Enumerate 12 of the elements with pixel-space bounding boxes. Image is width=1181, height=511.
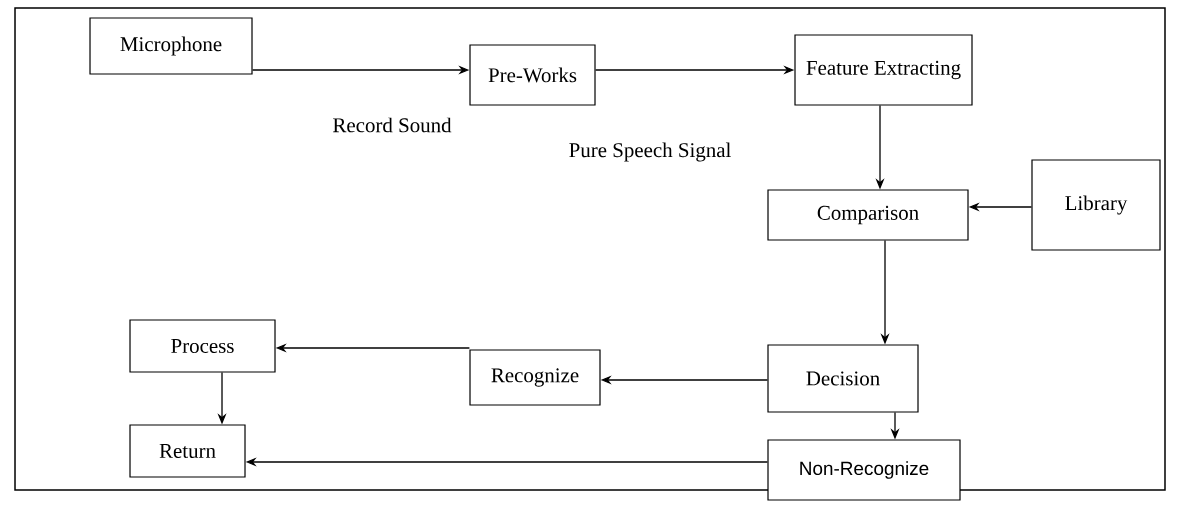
process-box: Return xyxy=(129,424,246,478)
process-box: Recognize xyxy=(469,349,601,406)
process-box: Process xyxy=(129,319,276,373)
signal-label: Pure Speech Signal xyxy=(569,142,731,162)
signal-label: Record Sound xyxy=(333,117,452,133)
process-box: Pre-Works xyxy=(469,44,596,106)
process-box: Microphone xyxy=(89,17,253,75)
process-box: Feature Extracting xyxy=(794,34,973,106)
process-box: Non-Recognize xyxy=(767,439,961,501)
process-box: Library xyxy=(1031,159,1161,251)
process-box: Decision xyxy=(767,344,919,413)
process-box: Comparison xyxy=(767,189,969,241)
